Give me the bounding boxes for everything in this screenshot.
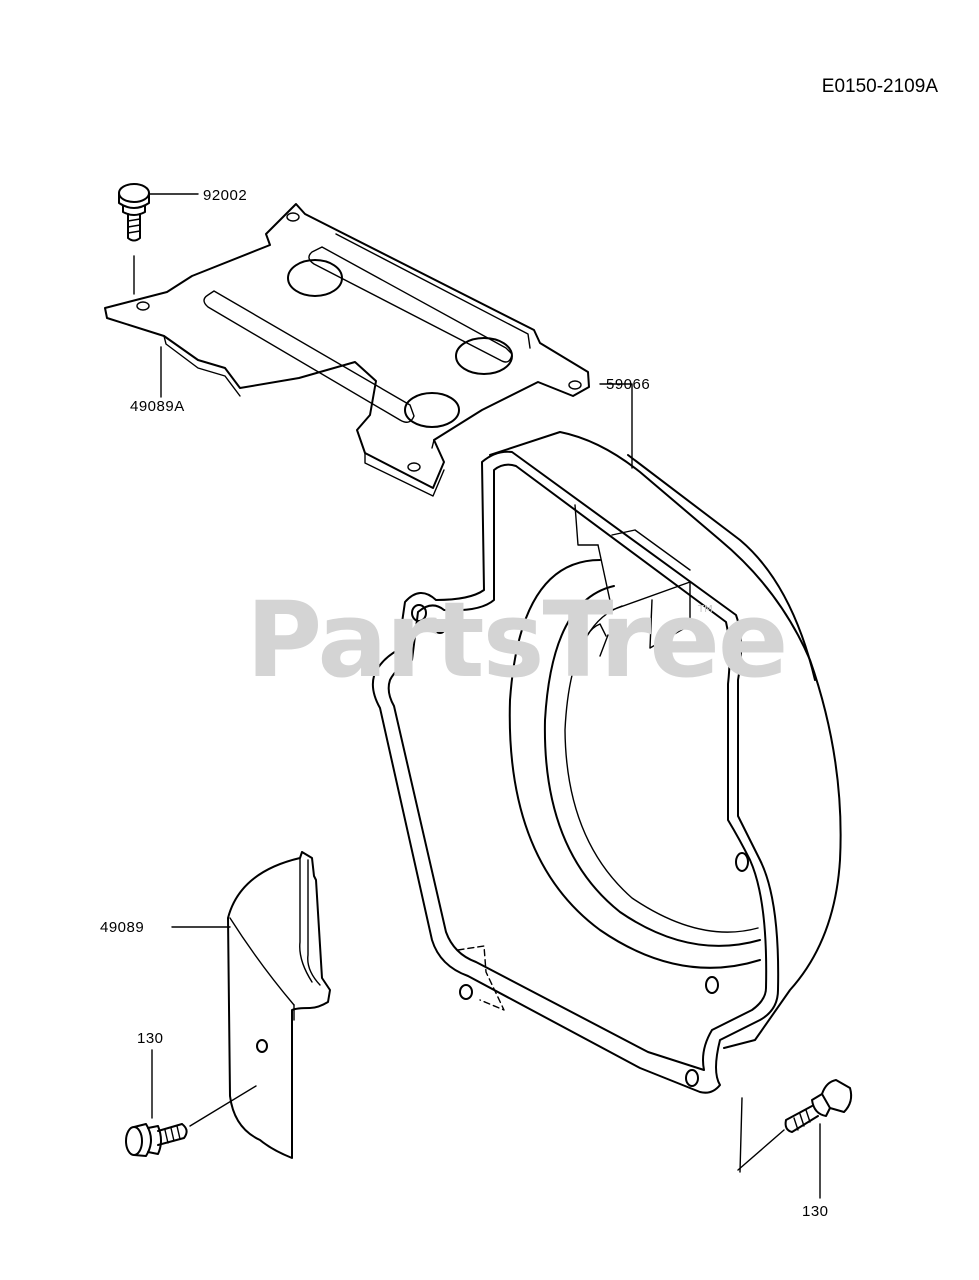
- label-92002: 92002: [203, 187, 247, 204]
- label-49089: 49089: [100, 919, 144, 936]
- fan-housing-59066[interactable]: [371, 383, 842, 1094]
- label-59066: 59066: [606, 376, 650, 393]
- label-130-right: 130: [802, 1203, 829, 1220]
- parts-tree-watermark: PartsTree: [246, 579, 786, 701]
- bolt-92002[interactable]: [118, 183, 199, 295]
- bolt-130-left[interactable]: [125, 1049, 257, 1157]
- watermark-trademark: TM: [697, 604, 713, 615]
- label-130-left: 130: [137, 1030, 164, 1047]
- label-49089A: 49089A: [130, 398, 185, 415]
- diagram-code: E0150-2109A: [822, 76, 939, 97]
- bolt-130-right[interactable]: [737, 1079, 853, 1199]
- cover-plate-49089A[interactable]: [104, 203, 590, 497]
- curved-cover-49089[interactable]: [171, 851, 331, 1159]
